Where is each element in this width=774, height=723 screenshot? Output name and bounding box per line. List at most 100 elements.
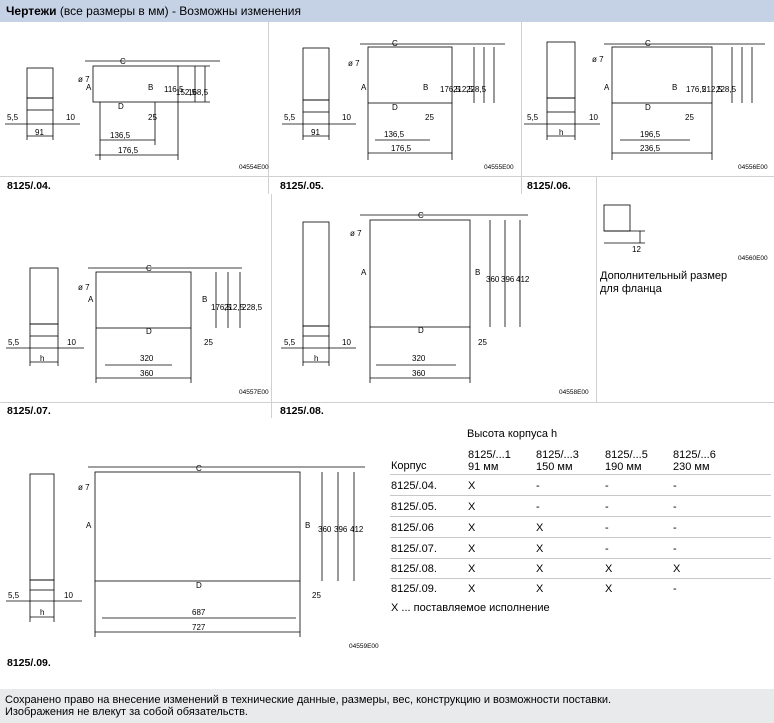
caption-8125-08: 8125/.08. (280, 405, 324, 417)
table-divider (390, 558, 771, 559)
label-c: C (645, 39, 651, 48)
table-divider (390, 578, 771, 579)
table-cell: X (605, 583, 613, 595)
flange-text-line1: Дополнительный размер (600, 270, 728, 282)
col-header-line2: 190 мм (605, 461, 642, 473)
label-a: A (86, 83, 92, 92)
table-corner-label: Корпус (391, 460, 427, 472)
dim-d1: 320 (140, 354, 154, 363)
dim-width: 91 (35, 128, 44, 137)
dim-h: h (40, 354, 44, 363)
flange-description: Дополнительный размер для фланца (600, 270, 727, 296)
dim-5-5: 5,5 (8, 338, 20, 347)
table-cell: X (468, 522, 476, 534)
label-d: D (418, 326, 424, 335)
caption-8125-09: 8125/.09. (7, 657, 51, 669)
table-legend: X ... поставляемое исполнение (391, 602, 550, 614)
dim-hole: ø 7 (592, 55, 604, 64)
flange-dim: 12 (632, 245, 641, 254)
dim-b2: 396 (501, 275, 515, 284)
dim-b1: 116,5 (164, 85, 184, 94)
side-body (29, 267, 59, 325)
table-cell: - (605, 480, 609, 492)
dim-d2: 176,5 (118, 146, 139, 155)
dim-b2: 212,5 (224, 303, 245, 312)
table-divider (390, 495, 771, 496)
dim-b2: 212,5 (453, 85, 474, 94)
front-body (369, 219, 471, 328)
dim-d1: 320 (412, 354, 426, 363)
label-c: C (418, 211, 424, 220)
dim-b2: 212,5 (702, 85, 723, 94)
drawing-8125-05: 5,5 91 10 ø 7 C A B D 176,5 212,5 228,5 … (282, 39, 505, 160)
label-b: B (202, 295, 207, 304)
dim-10: 10 (64, 591, 73, 600)
header-title-bold: Чертежи (6, 4, 57, 18)
table-divider (390, 537, 771, 538)
table-col-header-3: 8125/...5 190 мм (605, 449, 648, 473)
drawing-8125-07: 5,5 h 10 ø 7 C A B D 176,5 212,5 228,5 3… (6, 264, 263, 383)
side-base (26, 97, 54, 111)
dim-width: 91 (311, 128, 320, 137)
drawing-code-05: 04555E00 (484, 164, 514, 171)
drawing-8125-04: 5,5 91 10 ø 7 C A B D 116,5 152,5 168,5 … (5, 57, 220, 160)
dim-10: 10 (67, 338, 76, 347)
label-b: B (148, 83, 153, 92)
side-base (302, 99, 330, 113)
table-divider (390, 474, 771, 475)
dim-25: 25 (685, 113, 694, 122)
table-cell: X (536, 522, 544, 534)
col-header-line1: 8125/...1 (468, 449, 511, 461)
grid-line-v1 (268, 22, 269, 194)
table-row-name: 8125/.06 (391, 522, 434, 534)
label-a: A (86, 521, 92, 530)
table-cell: - (673, 501, 677, 513)
dim-b3: 228,5 (716, 85, 737, 94)
drawing-8125-08: 5,5 h 10 ø 7 C A B D 360 396 412 320 360… (281, 211, 530, 383)
table-cell: - (536, 501, 540, 513)
caption-8125-06: 8125/.06. (527, 180, 571, 192)
dim-5-5: 5,5 (8, 591, 20, 600)
label-c: C (146, 264, 152, 273)
dim-b1: 176,5 (440, 85, 461, 94)
table-row-name: 8125/.04. (391, 480, 437, 492)
side-body (26, 67, 54, 99)
page-header: Чертежи (все размеры в мм) - Возможны из… (0, 0, 774, 22)
dim-b3: 228,5 (242, 303, 263, 312)
label-d: D (196, 581, 202, 590)
drawing-code-07: 04557E00 (239, 389, 269, 396)
footer-line2: Изображения не влекут за собой обязатель… (5, 706, 248, 718)
dim-d1: 196,5 (640, 130, 661, 139)
side-base (29, 323, 59, 337)
caption-8125-05: 8125/.05. (280, 180, 324, 192)
dim-b3: 412 (516, 275, 530, 284)
dim-10: 10 (342, 338, 351, 347)
table-cell: X (468, 543, 476, 555)
label-d: D (392, 103, 398, 112)
table-cell: X (673, 563, 681, 575)
dim-b1: 176,5 (211, 303, 232, 312)
dim-25: 25 (312, 591, 321, 600)
dim-25: 25 (148, 113, 157, 122)
table-col-header-1: 8125/...1 91 мм (468, 449, 511, 473)
table-cell: X (536, 583, 544, 595)
front-body (94, 471, 301, 582)
table-row-name: 8125/.07. (391, 543, 437, 555)
grid-line-h1 (0, 176, 774, 177)
table-cell: X (468, 563, 476, 575)
drawing-code-06: 04556E00 (738, 164, 768, 171)
front-body (367, 46, 453, 104)
dim-10: 10 (342, 113, 351, 122)
side-body (302, 221, 330, 327)
dim-b3: 168,5 (188, 88, 209, 97)
label-d: D (118, 102, 124, 111)
label-b: B (423, 83, 428, 92)
side-base (546, 97, 576, 113)
dim-b1: 360 (318, 525, 332, 534)
dim-h: h (559, 128, 563, 137)
dim-b3: 412 (350, 525, 364, 534)
label-c: C (196, 464, 202, 473)
col-header-line1: 8125/...5 (605, 449, 648, 461)
grid-line-v4 (596, 176, 597, 402)
drawing-8125-06: 5,5 h 10 ø 7 C A B D 176,5 212,5 228,5 1… (524, 39, 765, 160)
